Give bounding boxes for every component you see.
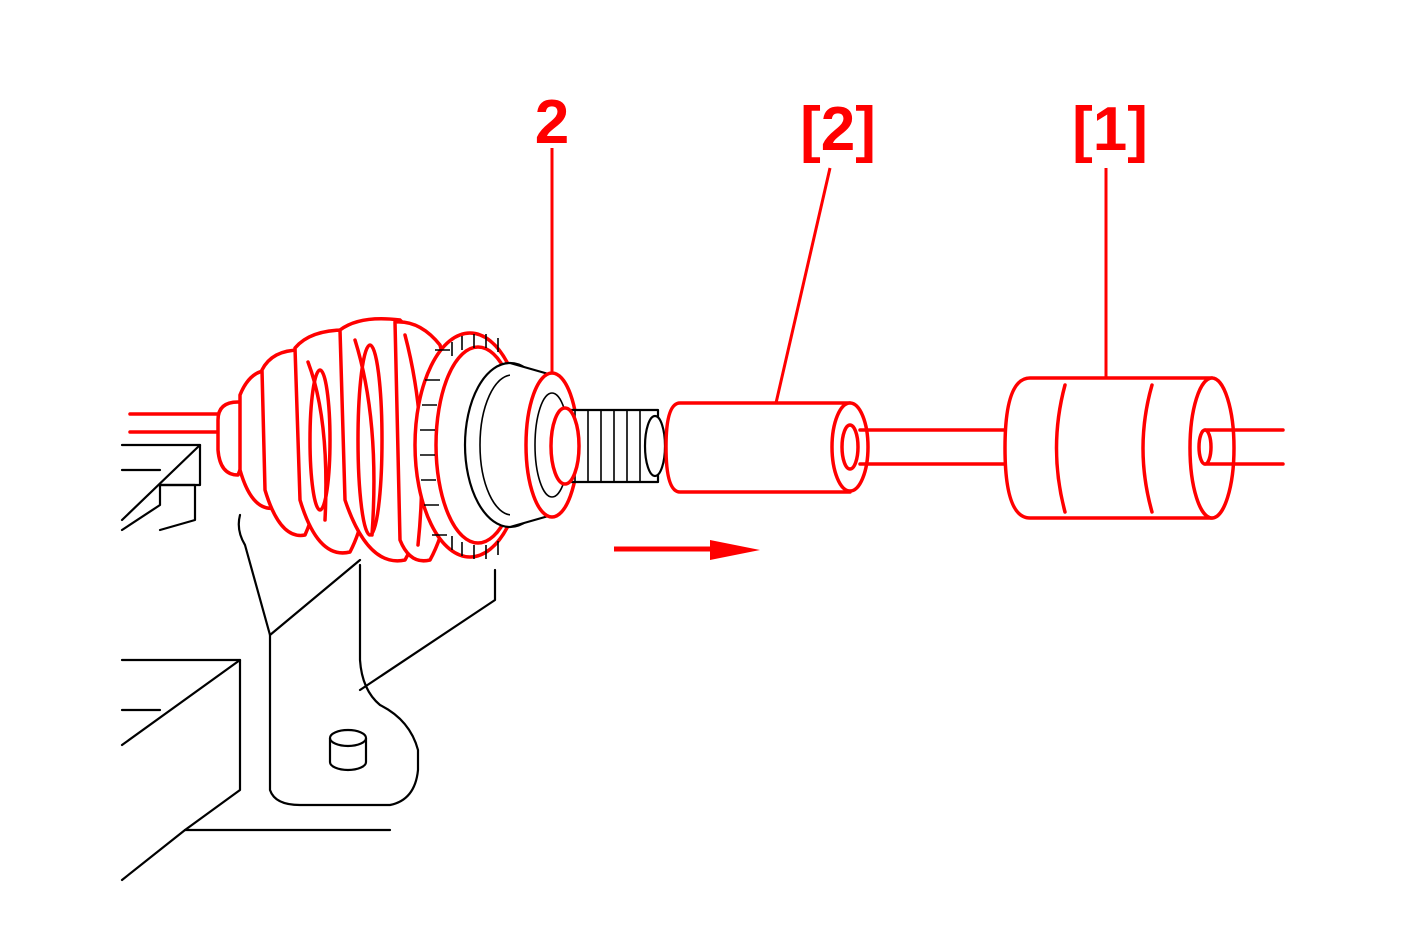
slide-hammer — [858, 376, 1285, 520]
splined-shaft — [549, 406, 667, 486]
label-part-2: 2 — [535, 88, 569, 157]
label-tool-1: [1] — [1072, 95, 1148, 164]
right-arrow-icon — [614, 540, 760, 560]
label-tool-2: [2] — [800, 95, 876, 164]
leader-lines — [550, 148, 1108, 404]
tool-sleeve — [664, 401, 870, 494]
leader-tool-2 — [774, 167, 832, 404]
